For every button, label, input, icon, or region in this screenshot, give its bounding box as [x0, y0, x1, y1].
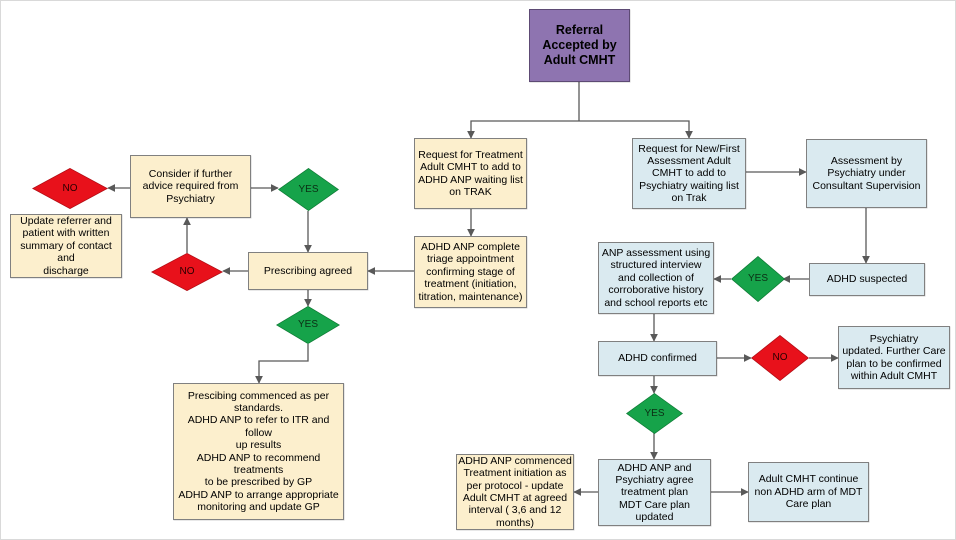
- node-label: YES: [297, 319, 318, 331]
- node-triage-appointment[interactable]: ADHD ANP complete triage appointment con…: [414, 236, 527, 308]
- node-label: YES: [644, 407, 665, 419]
- node-label: Request for Treatment Adult CMHT to add …: [418, 148, 523, 198]
- node-yes-further-advice[interactable]: YES: [278, 168, 339, 211]
- node-request-treatment[interactable]: Request for Treatment Adult CMHT to add …: [414, 138, 527, 209]
- node-no-prescribing-agreed[interactable]: NO: [151, 253, 223, 291]
- node-psychiatry-updated[interactable]: Psychiatry updated. Further Care plan to…: [838, 326, 950, 389]
- diamond-shape: [626, 393, 683, 434]
- node-label: ANP assessment using structured intervie…: [601, 247, 711, 309]
- node-yes-prescribing-agreed[interactable]: YES: [276, 306, 340, 344]
- node-label: ADHD ANP complete triage appointment con…: [418, 241, 523, 303]
- node-prescribing-agreed[interactable]: Prescribing agreed: [248, 252, 368, 290]
- node-prescribing-commenced[interactable]: Prescibing commenced as per standards. A…: [173, 383, 344, 520]
- node-anp-commenced-treatment[interactable]: ADHD ANP commenced Treatment initiation …: [456, 454, 574, 530]
- node-label: YES: [298, 183, 319, 195]
- node-label: YES: [747, 273, 768, 285]
- node-label: Request for New/First Assessment Adult C…: [638, 142, 740, 205]
- node-label: ADHD confirmed: [618, 352, 697, 365]
- node-label: Prescribing agreed: [263, 264, 353, 277]
- node-update-referrer[interactable]: Update referrer and patient with written…: [10, 214, 122, 278]
- diamond-shape: [731, 256, 785, 302]
- edge-referral-to-treatment: [467, 120, 579, 139]
- node-label: ADHD ANP commenced Treatment initiation …: [458, 454, 572, 529]
- node-label: ADHD ANP and Psychiatry agree treatment …: [615, 461, 694, 524]
- node-anp-assessment[interactable]: ANP assessment using structured intervie…: [598, 242, 714, 314]
- node-yes-adhd-suspected[interactable]: YES: [731, 256, 785, 302]
- node-adhd-suspected[interactable]: ADHD suspected: [809, 263, 925, 296]
- node-agree-treatment-plan[interactable]: ADHD ANP and Psychiatry agree treatment …: [598, 459, 711, 526]
- edge-yes-to-commenced: [255, 344, 309, 384]
- diamond-shape: [151, 253, 223, 291]
- node-label: Referral Accepted by Adult CMHT: [542, 23, 617, 67]
- node-consider-further-advice[interactable]: Consider if further advice required from…: [130, 155, 251, 218]
- node-adhd-confirmed[interactable]: ADHD confirmed: [598, 341, 717, 376]
- node-adult-cmht-non-adhd[interactable]: Adult CMHT continue non ADHD arm of MDT …: [748, 462, 869, 522]
- edge-referral-to-newfirst: [579, 120, 693, 139]
- node-yes-adhd-confirmed[interactable]: YES: [626, 393, 683, 434]
- diamond-shape: [32, 168, 108, 209]
- node-label: Adult CMHT continue non ADHD arm of MDT …: [754, 473, 863, 511]
- diamond-shape: [751, 335, 809, 381]
- node-label: NO: [179, 266, 195, 278]
- diamond-shape: [276, 306, 340, 344]
- node-label: Psychiatry updated. Further Care plan to…: [842, 332, 946, 382]
- node-label: Prescibing commenced as per standards. A…: [178, 389, 339, 513]
- node-request-new-first[interactable]: Request for New/First Assessment Adult C…: [632, 138, 746, 209]
- diamond-shape: [278, 168, 339, 211]
- node-assessment-psychiatry[interactable]: Assessment by Psychiatry under Consultan…: [806, 139, 927, 208]
- node-referral-accepted[interactable]: Referral Accepted by Adult CMHT: [529, 9, 630, 82]
- node-label: NO: [772, 352, 788, 364]
- node-label: ADHD suspected: [826, 273, 908, 286]
- node-no-further-advice[interactable]: NO: [32, 168, 108, 209]
- node-label: Assessment by Psychiatry under Consultan…: [812, 154, 921, 192]
- node-label: NO: [62, 182, 78, 194]
- node-no-adhd-confirmed[interactable]: NO: [751, 335, 809, 381]
- node-label: Consider if further advice required from…: [142, 167, 239, 205]
- node-label: Update referrer and patient with written…: [20, 215, 112, 277]
